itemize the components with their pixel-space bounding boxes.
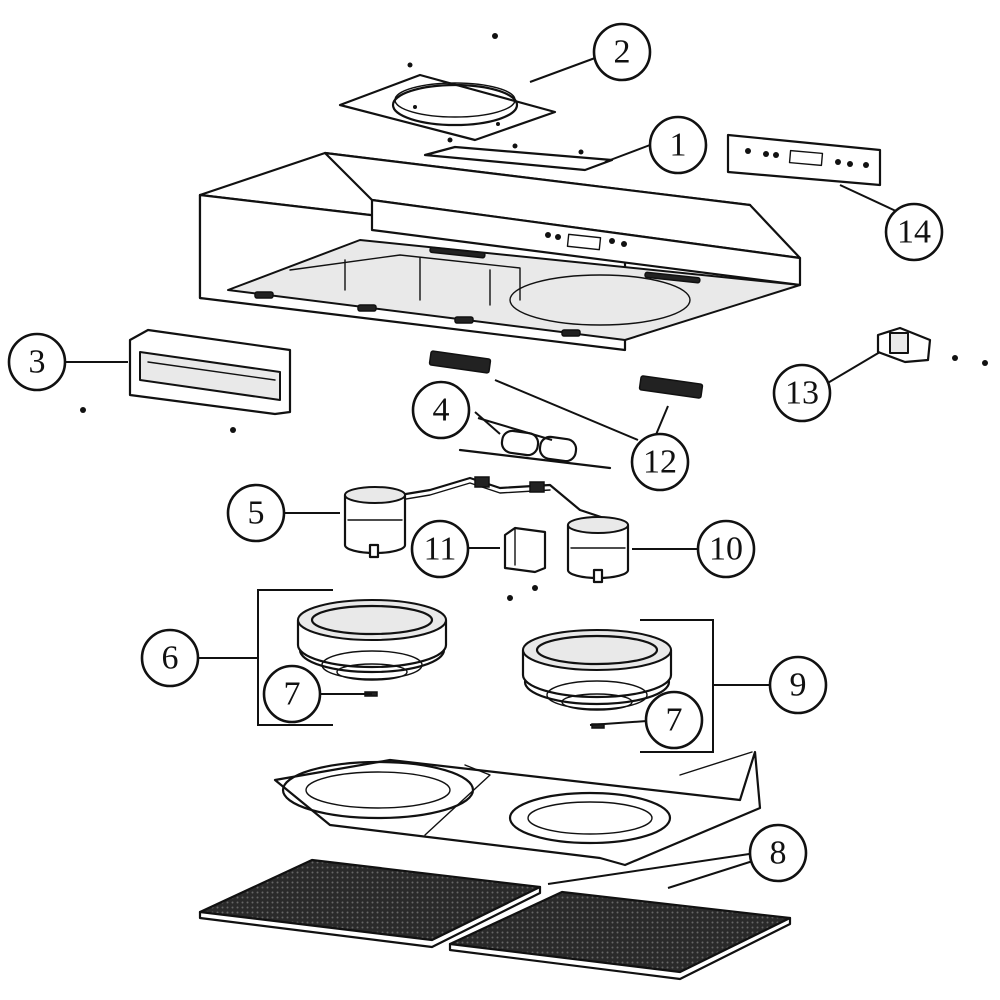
- callout-8: 8: [748, 823, 808, 883]
- duct-collar-plate: [338, 33, 557, 142]
- callout-1-label: 1: [670, 127, 687, 164]
- leader-lines: [65, 57, 899, 889]
- callout-3-label: 3: [29, 344, 46, 381]
- range-hood-body: [198, 151, 802, 352]
- damper-box: [80, 328, 292, 433]
- callout-5: 5: [226, 483, 286, 543]
- callout-14-label: 14: [897, 214, 931, 251]
- callout-13: 13: [772, 363, 832, 423]
- callout-10: 10: [696, 519, 756, 579]
- callout-8-label: 8: [770, 835, 787, 872]
- wiring-harness: [368, 476, 612, 522]
- callout-13-label: 13: [785, 375, 819, 412]
- callout-4: 4: [411, 380, 471, 440]
- callout-10-label: 10: [709, 531, 743, 568]
- callout-3: 3: [7, 332, 67, 392]
- callout-14: 14: [884, 202, 944, 262]
- callout-1: 1: [648, 115, 708, 175]
- top-cover-plate: [423, 137, 614, 172]
- callout-12: 12: [630, 432, 690, 492]
- light-socket-left: [428, 350, 492, 374]
- callout-12-label: 12: [643, 444, 677, 481]
- callout-11-label: 11: [424, 531, 457, 568]
- control-panel: [726, 133, 882, 187]
- callout-7-left-label: 7: [284, 676, 301, 713]
- blower-motor-right: [566, 516, 630, 584]
- blower-wheel-right: [521, 629, 673, 729]
- grease-filter-right: [448, 890, 792, 981]
- blower-motor-left: [343, 486, 407, 559]
- capacitor: [503, 526, 547, 601]
- grease-filter-left: [198, 858, 542, 949]
- callout-7-right-label: 7: [666, 702, 683, 739]
- callout-2-label: 2: [614, 34, 631, 71]
- callout-7-left: 7: [262, 664, 322, 724]
- light-bulbs: [458, 429, 612, 470]
- light-socket-right: [638, 375, 704, 399]
- callout-5-label: 5: [248, 495, 265, 532]
- callout-2: 2: [592, 22, 652, 82]
- callout-7-right: 7: [644, 690, 704, 750]
- callout-4-label: 4: [433, 392, 450, 429]
- blower-wheel-left: [296, 599, 448, 697]
- callout-9: 9: [768, 655, 828, 715]
- callout-6-label: 6: [162, 640, 179, 677]
- callout-9-label: 9: [790, 667, 807, 704]
- callout-11: 11: [410, 519, 470, 579]
- terminal-block: [876, 326, 988, 366]
- callout-6: 6: [140, 628, 200, 688]
- blower-housing-plate: [273, 750, 762, 867]
